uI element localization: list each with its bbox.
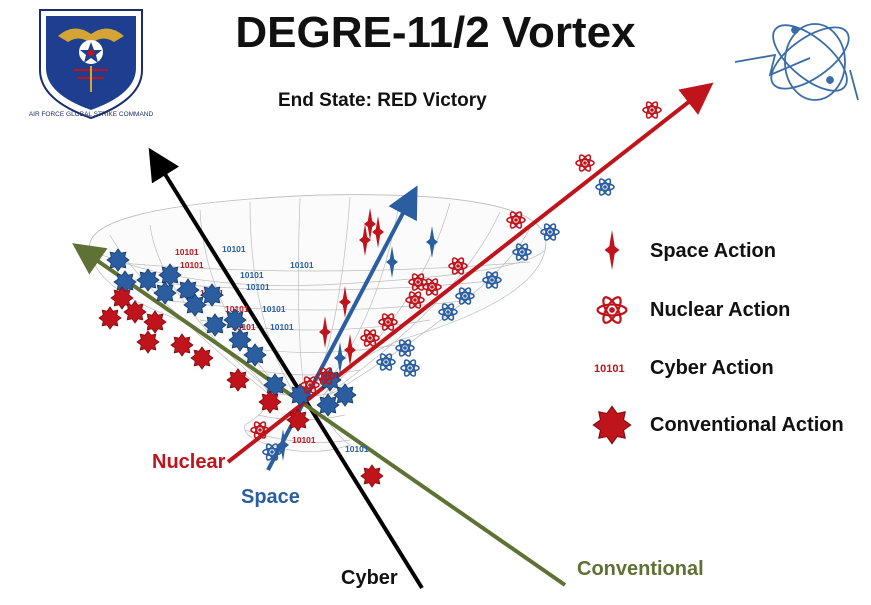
space-axis-label: Space — [241, 486, 300, 508]
conventional-mark-red — [136, 330, 160, 354]
conventional-mark-red — [286, 408, 310, 432]
legend-conventional-icon — [592, 405, 632, 445]
legend-cyber-icon: 10101 — [594, 363, 625, 375]
cyber-axis — [148, 147, 424, 590]
legend-space-icon — [604, 230, 620, 270]
nuclear-mark-red — [575, 152, 595, 174]
conventional-mark-red — [360, 464, 384, 488]
legend-cyber-label: Cyber Action — [650, 357, 774, 379]
conventional-mark-blue — [200, 283, 224, 307]
conventional-mark-blue — [113, 270, 137, 294]
conventional-mark-blue — [223, 308, 247, 332]
conventional-mark-blue — [153, 281, 177, 305]
conventional-mark-blue — [158, 263, 182, 287]
slide-title: DEGRE-11/2 Vortex — [235, 8, 636, 57]
cyber-mark-blue: 10101 — [240, 270, 264, 280]
conventional-mark-blue — [243, 343, 267, 367]
cyber-mark-blue: 10101 — [345, 444, 369, 454]
conventional-mark-blue — [106, 248, 130, 272]
conventional-mark-red — [258, 390, 282, 414]
conventional-mark-red — [170, 333, 194, 357]
cyber-mark-blue: 10101 — [290, 260, 314, 270]
conventional-mark-red — [226, 368, 250, 392]
conventional-axis — [72, 243, 567, 587]
cyber-mark-red: 10101 — [180, 260, 204, 270]
cyber-axis-label: Cyber — [341, 567, 398, 589]
conventional-mark-red — [123, 300, 147, 324]
afgsc-emblem: AIR FORCE GLOBAL STRIKE COMMAND — [29, 9, 154, 120]
conventional-mark-blue — [136, 268, 160, 292]
conventional-mark-blue — [203, 313, 227, 337]
conventional-axis-label: Conventional — [577, 558, 704, 580]
cyber-mark-red: 10101 — [175, 247, 199, 257]
conventional-mark-blue — [183, 293, 207, 317]
nuclear-mark-red — [642, 99, 662, 121]
cyber-mark-blue: 10101 — [262, 304, 286, 314]
cyber-mark-blue: 10101 — [222, 244, 246, 254]
conventional-mark-blue — [263, 373, 287, 397]
cyber-mark-red: 10101 — [232, 322, 256, 332]
legend: 10101 — [592, 230, 632, 445]
conventional-mark-blue — [316, 393, 340, 417]
legend-conventional-label: Conventional Action — [650, 414, 844, 436]
nuclear-mark-blue — [376, 351, 396, 373]
nuclear-mark-blue — [595, 176, 615, 198]
svg-text:AIR FORCE GLOBAL STRIKE COMMAN: AIR FORCE GLOBAL STRIKE COMMAND — [29, 111, 154, 118]
conventional-mark-red — [143, 310, 167, 334]
end-state-subtitle: End State: RED Victory — [278, 90, 487, 111]
legend-nuclear-label: Nuclear Action — [650, 299, 791, 321]
conventional-mark-red — [98, 306, 122, 330]
cyber-mark-blue: 10101 — [246, 282, 270, 292]
corner-logo — [734, 23, 859, 101]
nuclear-mark-blue — [400, 357, 420, 379]
cyber-mark-blue: 10101 — [270, 322, 294, 332]
cyber-mark-red: 10101 — [225, 304, 249, 314]
legend-space-label: Space Action — [650, 240, 776, 262]
cyber-mark-red: 10101 — [292, 435, 316, 445]
conventional-mark-red — [190, 346, 214, 370]
nuclear-axis-label: Nuclear — [152, 451, 226, 473]
legend-nuclear-icon — [596, 296, 628, 324]
